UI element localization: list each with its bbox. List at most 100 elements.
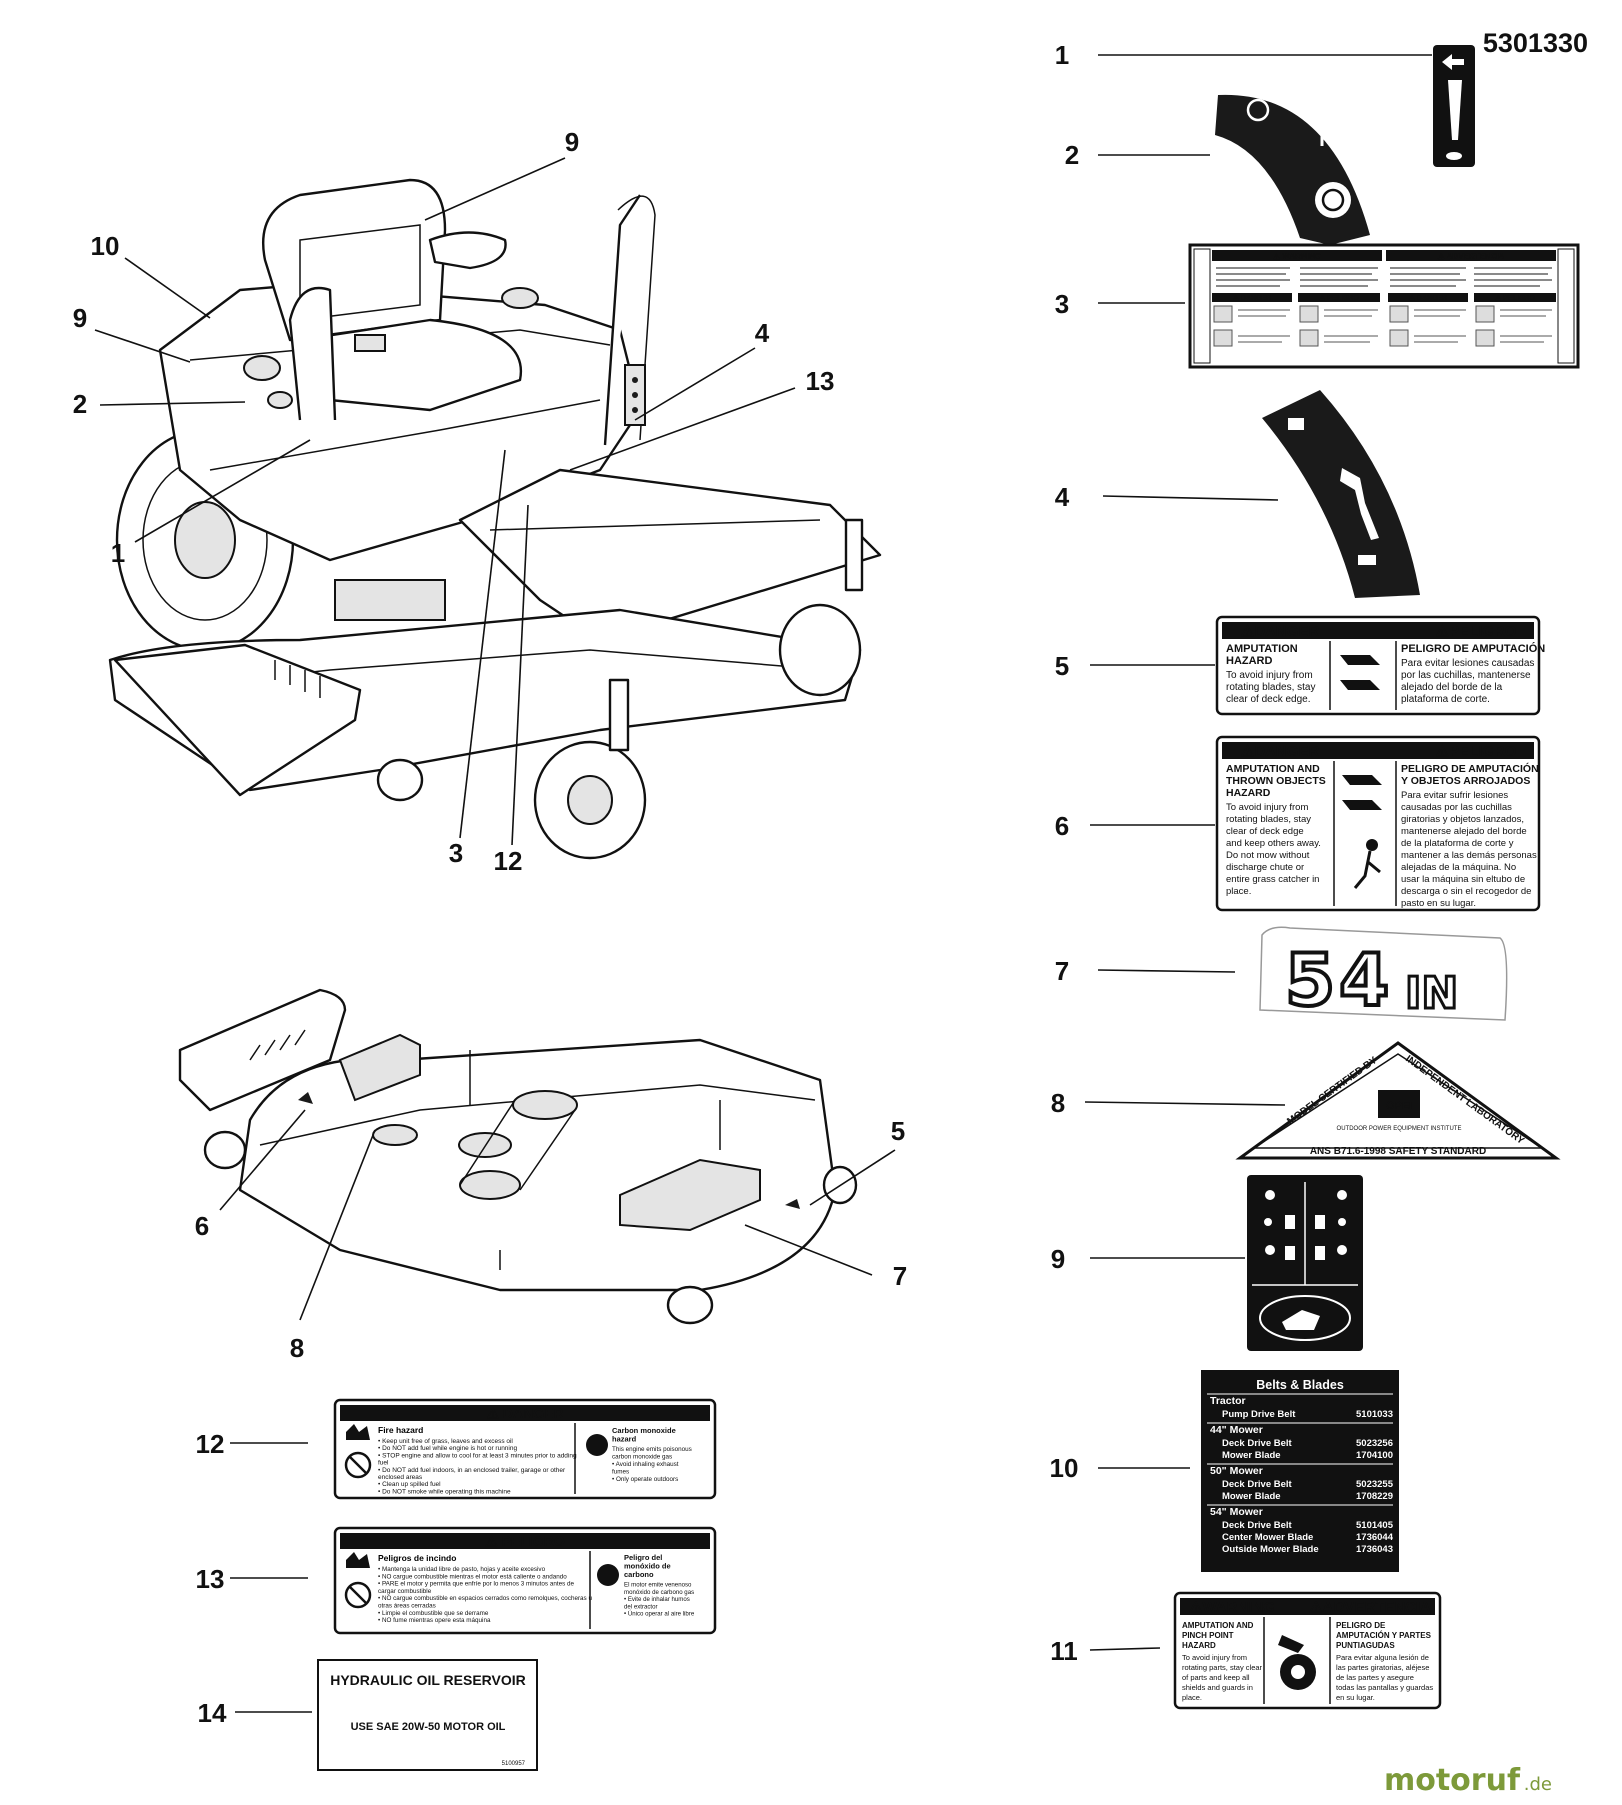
decal-12-right-body: This engine emits poisonous (612, 1446, 692, 1453)
decal-13-right-title: monóxido de (624, 1562, 671, 1571)
decal-12-left-body: • Do NOT add fuel indoors, in an enclose… (378, 1467, 566, 1474)
decal-14-hydraulic-oil: HYDRAULIC OIL RESERVOIR USE SAE 20W-50 M… (317, 1659, 538, 1771)
rabbit-fast-icon (1442, 54, 1464, 70)
start-icon (1321, 188, 1345, 212)
decal-5-left-body: clear of deck edge. (1226, 694, 1311, 705)
belts-blades-title: Belts & Blades (1256, 1378, 1344, 1392)
svg-text:⚠ ADVERTENCIA: ⚠ ADVERTENCIA (1438, 252, 1505, 261)
decal-6-right-body: descarga o sin el recogedor de (1401, 886, 1531, 897)
decal-5-right-body: plataforma de corte. (1401, 694, 1490, 705)
decal-6-right-body: alejadas de la máquina. No (1401, 862, 1516, 873)
decal-12-left-body: • Do NOT smoke while operating this mach… (378, 1488, 511, 1495)
callout-tractor-4: 4 (755, 318, 770, 348)
svg-text:⚠PELIGRO: ⚠PELIGRO (1436, 623, 1517, 640)
part-number-cell: 5101033 (1356, 1409, 1393, 1420)
decal-5-left-title: AMPUTATION (1226, 643, 1298, 655)
decal-num-3: 3 (1055, 289, 1069, 319)
decal-11-right-body: todas las pantallas y guardas (1336, 1683, 1433, 1692)
decal-6-left-body: entire grass catcher in (1226, 874, 1319, 885)
svg-text:⚠DANGER: ⚠DANGER (1241, 623, 1320, 640)
decal-13-text: Peligros de incindo• Mantenga la unidad … (378, 1553, 695, 1624)
decal-6-right-body: de la plataforma de corte y (1401, 838, 1514, 849)
decal-11-left-body: To avoid injury from (1182, 1653, 1247, 1662)
carbon-monoxide-icon (597, 1564, 619, 1586)
decal-8-safety-certification: MODEL CERTIFIED BY INDEPENDENT LABORATOR… (1235, 1041, 1561, 1160)
decal-6-right-body: mantenerse alejado del borde (1401, 826, 1527, 837)
decal-6-left-body: To avoid injury from (1226, 802, 1308, 813)
part-number-cell: 1708229 (1356, 1491, 1393, 1502)
decal-13-left-title: Peligros de incindo (378, 1553, 456, 1563)
fire-icon (346, 1552, 370, 1568)
blade-hand-icon (1342, 775, 1382, 810)
decal-6-left-body: clear of deck edge (1226, 826, 1304, 837)
decal-13-right-title: carbono (624, 1570, 654, 1579)
part-label: Pump Drive Belt (1222, 1409, 1296, 1420)
svg-text:HYDRAULIC OIL RESERVOIR: HYDRAULIC OIL RESERVOIR (330, 1672, 526, 1688)
deck-size-unit: IN (1405, 968, 1458, 1019)
blade-hand-icon (1340, 655, 1380, 690)
off-icon (1246, 98, 1270, 122)
decal-5-left-body: To avoid injury from (1226, 670, 1313, 681)
decal-5-left-body: rotating blades, stay (1226, 682, 1316, 693)
decal-2-ignition (1215, 94, 1370, 245)
leader-lines (94, 54, 1432, 1713)
callout-tractor-2: 2 (73, 389, 87, 419)
decal-6-right-title: PELIGRO DE AMPUTACIÓN (1401, 762, 1539, 775)
decal-11-right-title: PUNTIAGUDAS (1336, 1641, 1395, 1650)
svg-text:⚠ DANGER: ⚠ DANGER (1409, 294, 1448, 302)
decal-9-operation-pictogram (1247, 1175, 1363, 1351)
height-scale-icon (1340, 468, 1379, 540)
mower-deck-illustration (178, 988, 858, 1325)
decal-num-14: 14 (198, 1698, 227, 1728)
decal-12-left-body: enclosed areas (378, 1474, 423, 1481)
decal-6-right-body: pasto en su lugar. (1401, 898, 1476, 909)
decal-12-left-body: • Clean up spilled fuel (378, 1481, 441, 1488)
decal-num-10: 10 (1050, 1453, 1079, 1483)
decal-6-left-body: Do not mow without (1226, 850, 1310, 861)
decal-11-right-body: Para evitar alguna lesión de (1336, 1653, 1429, 1662)
tractor-callouts: 9 10 9 2 1 4 13 3 12 (73, 127, 835, 876)
svg-text:⚠ADVERTENCIA: ⚠ADVERTENCIA (1309, 1599, 1431, 1616)
tractor-slope-icon (1259, 1295, 1351, 1341)
svg-text:USE SAE 20W-50 MOTOR OIL: USE SAE 20W-50 MOTOR OIL (351, 1721, 506, 1733)
decal-12-right-body: carbon monoxide gas (612, 1454, 672, 1461)
decal-6-left-body: discharge chute or (1226, 862, 1304, 873)
part-label: Deck Drive Belt (1222, 1438, 1293, 1449)
decal-num-12: 12 (196, 1429, 225, 1459)
decal-13-right-title: Peligro del (624, 1553, 662, 1562)
decal-12-right-title: hazard (612, 1435, 637, 1444)
part-number-cell: 1704100 (1356, 1450, 1393, 1461)
decal-6-right-body: Para evitar sufrir lesiones (1401, 790, 1508, 801)
part-label: Center Mower Blade (1222, 1532, 1313, 1543)
part-number-cell: 5023256 (1356, 1438, 1393, 1449)
part-label: Mower Blade (1222, 1450, 1281, 1461)
decal-11-right-body: en su lugar. (1336, 1693, 1375, 1702)
callout-tractor-12: 12 (494, 846, 523, 876)
zero-turn-tractor-illustration (108, 178, 882, 860)
decal-12-right-body: fumes (612, 1469, 629, 1476)
no-smoking-icon (344, 1581, 372, 1609)
decal-4-deck-height (1262, 390, 1420, 598)
decal-5-right-body: Para evitar lesiones causadas (1401, 658, 1534, 669)
decal-num-6: 6 (1055, 811, 1069, 841)
decal-12-right-body: • Avoid inhaling exhaust (612, 1461, 679, 1468)
part-number: 5301330 (1483, 28, 1588, 58)
decal-13-left-body: • PARE el motor y permita que enfríe por… (378, 1581, 574, 1588)
svg-text:5100957: 5100957 (502, 1761, 526, 1767)
svg-text:⚠PELIGRO: ⚠PELIGRO (1436, 743, 1517, 760)
decal-12-right-title: Carbon monoxide (612, 1426, 676, 1435)
decal-6-right-body: causadas por las cuchillas (1401, 802, 1512, 813)
decal-12-fire-co-danger: ⚠ DANGER Fire hazard• Keep unit free of … (333, 1398, 717, 1500)
decal-11-left-body: place. (1182, 1693, 1202, 1702)
decal-11-left-body: rotating parts, stay clear (1182, 1663, 1263, 1672)
decal-13-left-body: • NO cargue combustible mientras el moto… (378, 1573, 567, 1580)
decal-num-1: 1 (1055, 40, 1069, 70)
decal-num-5: 5 (1055, 651, 1069, 681)
